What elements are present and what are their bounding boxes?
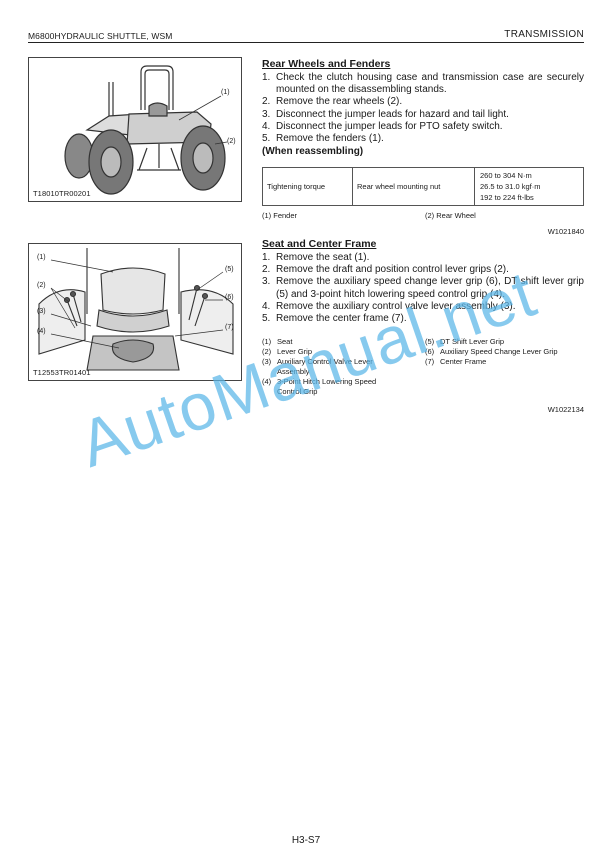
figure2-callout-4: (4): [37, 328, 46, 335]
header-section-title: TRANSMISSION: [504, 29, 584, 40]
section1-legend-1: (1) Fender: [262, 211, 298, 220]
figure2-callout-7: (7): [225, 324, 234, 331]
step: 5.Remove the center frame (7).: [262, 313, 407, 325]
figure1-callout-2: (2): [227, 138, 236, 145]
step: 1.Check the clutch housing case and tran…: [262, 72, 584, 96]
step: 2.Remove the draft and position control …: [262, 264, 509, 276]
step: 3.Disconnect the jumper leads for hazard…: [262, 108, 509, 120]
figure2-callout-2: (2): [37, 282, 46, 289]
figure-rear-wheels: (1) (2) T18010TR00201: [28, 57, 242, 202]
tractor-rear-illustration: [64, 65, 228, 195]
section2-title: Seat and Center Frame: [262, 238, 377, 250]
legend-item: (6)Auxiliary Speed Change Lever Grip: [425, 347, 558, 356]
step: 4.Disconnect the jumper leads for PTO sa…: [262, 120, 503, 132]
seat-area-illustration: [38, 248, 234, 371]
section-rear-wheels: Rear Wheels and Fenders 1.Check the clut…: [262, 58, 584, 157]
figure-seat-center-frame: (1) (2) (3) (4) (5) (6) (7) T12553TR0140…: [28, 243, 242, 381]
section1-title: Rear Wheels and Fenders: [262, 58, 391, 70]
section1-ref-code: W1021840: [547, 227, 584, 236]
step: 4.Remove the auxiliary control valve lev…: [262, 300, 516, 312]
section1-legend-2: (2) Rear Wheel: [425, 211, 476, 220]
section2-legend-right: (5)DT Shift Lever Grip (6)Auxiliary Spee…: [425, 337, 585, 367]
step: 5.Remove the fenders (1).: [262, 133, 384, 145]
torque-label: Tightening torque: [262, 167, 353, 206]
torque-item: Rear wheel mounting nut: [352, 167, 475, 206]
figure2-callout-1: (1): [37, 254, 46, 261]
section-seat-center-frame: Seat and Center Frame 1.Remove the seat …: [262, 238, 584, 325]
section2-ref-code: W1022134: [547, 405, 584, 414]
header-rule: [28, 42, 584, 43]
figure1-callout-1: (1): [221, 89, 230, 96]
legend-item: (4)3-Point Hitch Lowering Speed Control …: [262, 377, 377, 396]
step: 1.Remove the seat (1).: [262, 252, 370, 263]
figure2-callout-3: (3): [37, 308, 46, 315]
legend-item: (7)Center Frame: [425, 357, 487, 366]
legend-item: (3)Auxiliary Control Valve Lever Assembl…: [262, 357, 373, 376]
legend-item: (5)DT Shift Lever Grip: [425, 337, 505, 346]
torque-table: Tightening torque Rear wheel mounting nu…: [262, 167, 584, 206]
reassembling-heading: (When reassembling): [262, 146, 364, 158]
figure2-callout-5: (5): [225, 266, 234, 273]
legend-item: (1)Seat: [262, 337, 293, 346]
step: 3.Remove the auxiliary speed change leve…: [262, 276, 584, 300]
torque-values: 260 to 304 N·m 26.5 to 31.0 kgf·m 192 to…: [474, 167, 584, 206]
step: 2.Remove the rear wheels (2).: [262, 96, 403, 108]
figure2-callout-6: (6): [225, 294, 234, 301]
section2-legend-left: (1)Seat (2)Lever Grip (3)Auxiliary Contr…: [262, 337, 422, 397]
legend-item: (2)Lever Grip: [262, 347, 313, 356]
header-manual-title: M6800HYDRAULIC SHUTTLE, WSM: [28, 31, 173, 41]
figure2-code: T12553TR01401: [33, 368, 91, 377]
section2-steps: 1.Remove the seat (1). 2.Remove the draf…: [262, 252, 584, 325]
section1-steps: 1.Check the clutch housing case and tran…: [262, 72, 584, 145]
page-number: H3-S7: [291, 835, 321, 846]
figure1-code: T18010TR00201: [33, 189, 91, 198]
